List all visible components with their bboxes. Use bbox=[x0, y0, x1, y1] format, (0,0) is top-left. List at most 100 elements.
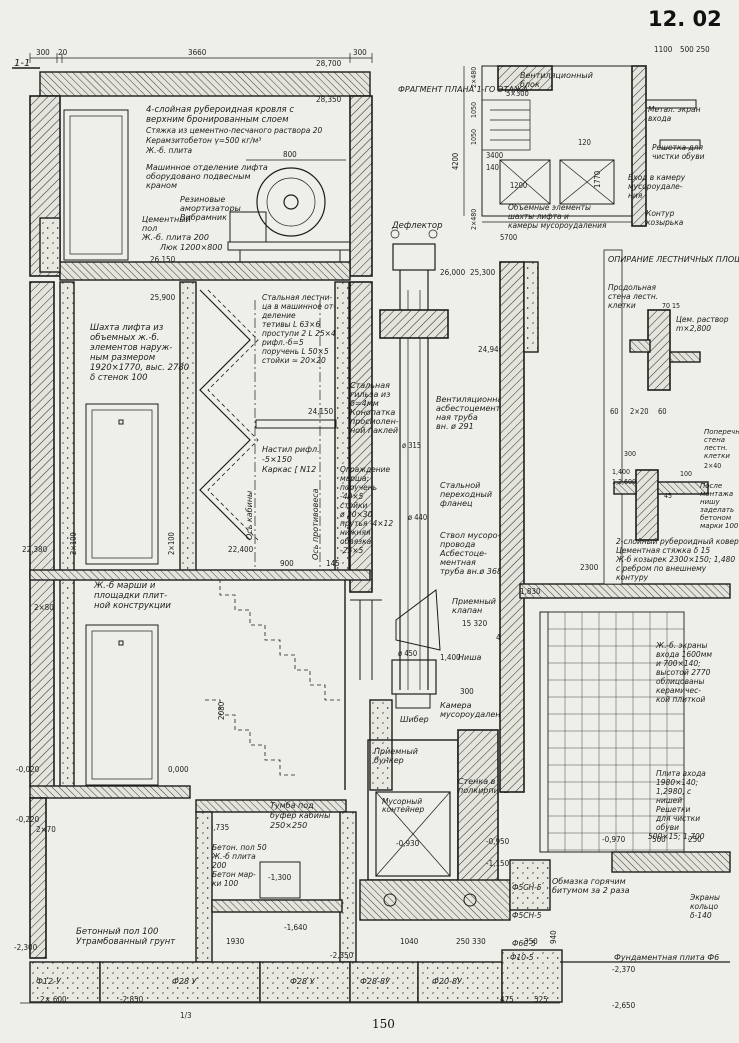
dim-350: 350 bbox=[524, 937, 538, 946]
elev-26150: 26,150 bbox=[150, 255, 176, 264]
dim-60a: 60 bbox=[610, 407, 619, 416]
foundation-f1: Ф12-У bbox=[36, 977, 62, 986]
foundation-row bbox=[20, 949, 730, 1004]
screens-line4: высотой 2770 bbox=[656, 668, 711, 677]
dim-250b: 250 bbox=[688, 835, 702, 844]
after-mount-line3: нишу bbox=[700, 498, 721, 506]
elev-25900: 25,900 bbox=[150, 293, 176, 302]
fence-line3: поручень bbox=[340, 483, 377, 492]
fence-line8: нижняя bbox=[340, 528, 371, 537]
bitumen-line1: Обмазка горячим bbox=[552, 877, 626, 886]
plan-fragment bbox=[463, 65, 701, 227]
roof-layers-line2: верхним бронированным слоем bbox=[146, 115, 289, 125]
dim-145: 145 bbox=[326, 559, 340, 568]
steel-stair-line1: Стальная лестни- bbox=[262, 293, 332, 302]
elev-m1150: -1,150 bbox=[486, 859, 510, 868]
dim-3660: 3660 bbox=[188, 48, 207, 57]
cem-mortar-line1: Цем. раствор bbox=[676, 315, 729, 324]
roof2-line1: 2-слойный рубероидный ковер bbox=[616, 537, 739, 546]
entry-slab-line4: нишей bbox=[656, 796, 682, 805]
entry-slab-line3: 1,2980, с bbox=[656, 787, 692, 796]
bunker-line1: Приемный bbox=[374, 747, 418, 756]
dim-2x100b: 2×100 bbox=[167, 532, 176, 555]
dim-d440: ø 440 bbox=[408, 513, 427, 522]
machine-room: 800 bbox=[29, 71, 373, 281]
wall-half-line2: полкирпича bbox=[458, 786, 509, 795]
shaft-line5: 1920×1770, выс. 2780 bbox=[90, 363, 189, 373]
rc-stairs-line1: Ж.-б марши и bbox=[93, 581, 156, 591]
roof-layers-line1: 4-слойная рубероидная кровля с bbox=[146, 105, 294, 115]
rubber-line2: амортизаторы bbox=[180, 204, 241, 213]
elev-m0950: -0,950 bbox=[486, 837, 510, 846]
foundation-f5: Ф20-8У bbox=[432, 977, 463, 986]
dim-5x300: 5×300 bbox=[506, 89, 529, 98]
steel-stair-line2: ца в машинное от- bbox=[262, 302, 336, 311]
main-walls bbox=[29, 281, 373, 959]
cem-mortar-line2: m×2,800 bbox=[676, 324, 711, 333]
machine-room-line3: краном bbox=[146, 181, 177, 190]
dim-2x100a: 2×100 bbox=[69, 532, 78, 555]
steel-stair bbox=[199, 289, 337, 570]
dim-45: 45 bbox=[664, 492, 672, 500]
dim-2x600: 2× 600 bbox=[40, 995, 67, 1004]
dim-2x70: 2×70 bbox=[36, 825, 56, 834]
screens-line6: керамичес- bbox=[656, 686, 701, 695]
elev-m0020: -0,020 bbox=[16, 765, 40, 774]
sleeve-line1: Стальная bbox=[350, 381, 390, 390]
long-wall-line1: Продольная bbox=[608, 283, 656, 292]
concrete-floor-line2: Ж.-б плита bbox=[211, 852, 256, 861]
metal-screen-line1: Метал. экран bbox=[648, 105, 701, 114]
dim-2600: 1,2,600 bbox=[612, 478, 636, 486]
cement-floor-line2: пол bbox=[142, 224, 157, 233]
tile-grid bbox=[547, 611, 685, 852]
dim-100: 100 bbox=[680, 470, 692, 478]
screens-line1: Ж.-б. экраны bbox=[655, 641, 707, 650]
vent-pipe-line3: ная труба bbox=[436, 413, 478, 422]
flange-line2: переходный bbox=[440, 490, 492, 499]
dim-1200: 1200 bbox=[510, 181, 527, 190]
entry-slab-line2: 1980×140; bbox=[656, 778, 698, 787]
dim-300b: 300 bbox=[353, 48, 367, 57]
foundation-f7: Ф6С-5 bbox=[512, 939, 536, 948]
roof2-line4: с ребром по внешнему bbox=[616, 564, 707, 573]
cross-wall-line3: лестн. bbox=[703, 444, 728, 452]
vent-pipe-line1: Вентиляционная bbox=[436, 395, 507, 404]
dim-2x480b: 2×480 bbox=[470, 209, 478, 230]
roof2-line3: Ж-б козырек 2300×150; 1,480 bbox=[615, 555, 735, 564]
steel-stair-line6: рифл.-б=5 bbox=[261, 338, 304, 347]
chamber-line2: мусороудаления bbox=[440, 710, 511, 719]
elev-28700: 28,700 bbox=[316, 59, 342, 68]
fence-line7: прутья -4×12 bbox=[340, 519, 393, 528]
dim-2300: 2300 bbox=[580, 563, 599, 572]
volumetric-line1: Объемные элементы bbox=[508, 203, 591, 212]
dim-1040: 1040 bbox=[400, 937, 419, 946]
deck-line2: -5×150 bbox=[262, 455, 292, 464]
top-dimension-chain: 300 20 3660 300 bbox=[29, 48, 373, 63]
elev-25300: 25,300 bbox=[470, 268, 496, 277]
volumetric-line3: камеры мусороудаления bbox=[508, 221, 607, 230]
fence-line9: обвязка bbox=[340, 537, 372, 546]
screens-line5: облицованы bbox=[656, 677, 704, 686]
niche-label: Ниша bbox=[458, 653, 482, 662]
elev-28350: 28,350 bbox=[316, 95, 342, 104]
dim-2x480a: 2×480 bbox=[470, 67, 478, 88]
flange-line1: Стальной bbox=[440, 481, 480, 490]
chute-line2: провода bbox=[440, 540, 475, 549]
plan-title: ФРАГМЕНТ ПЛАНА 1-ГО ЭТАЖА bbox=[398, 85, 528, 94]
elev-m2370: -2,370 bbox=[612, 965, 636, 974]
roof2-line2: Цементная стяжка δ 15 bbox=[616, 546, 710, 555]
foundation-slab-label: Фундаментная плита Ф6 bbox=[614, 953, 719, 962]
elev-m1640: -1,640 bbox=[284, 923, 308, 932]
dim-5700: 5700 bbox=[500, 233, 517, 242]
entry-slab-line1: Плита входа bbox=[656, 769, 706, 778]
dim-1400b: 1,400 bbox=[612, 468, 630, 476]
sleeve-line6: ной паклей bbox=[350, 426, 398, 435]
steel-stair-line4: тетивы L 63×6 bbox=[262, 320, 320, 329]
rubber-line1: Резиновые bbox=[180, 195, 225, 204]
dim-120: 120 bbox=[578, 138, 591, 147]
shaft-line4: ным размером bbox=[90, 353, 156, 363]
rubber-line3: Вибрамник bbox=[180, 213, 227, 222]
dim-500-250: 500 250 bbox=[680, 45, 710, 54]
elev-m0735: -0,735 bbox=[206, 823, 229, 832]
